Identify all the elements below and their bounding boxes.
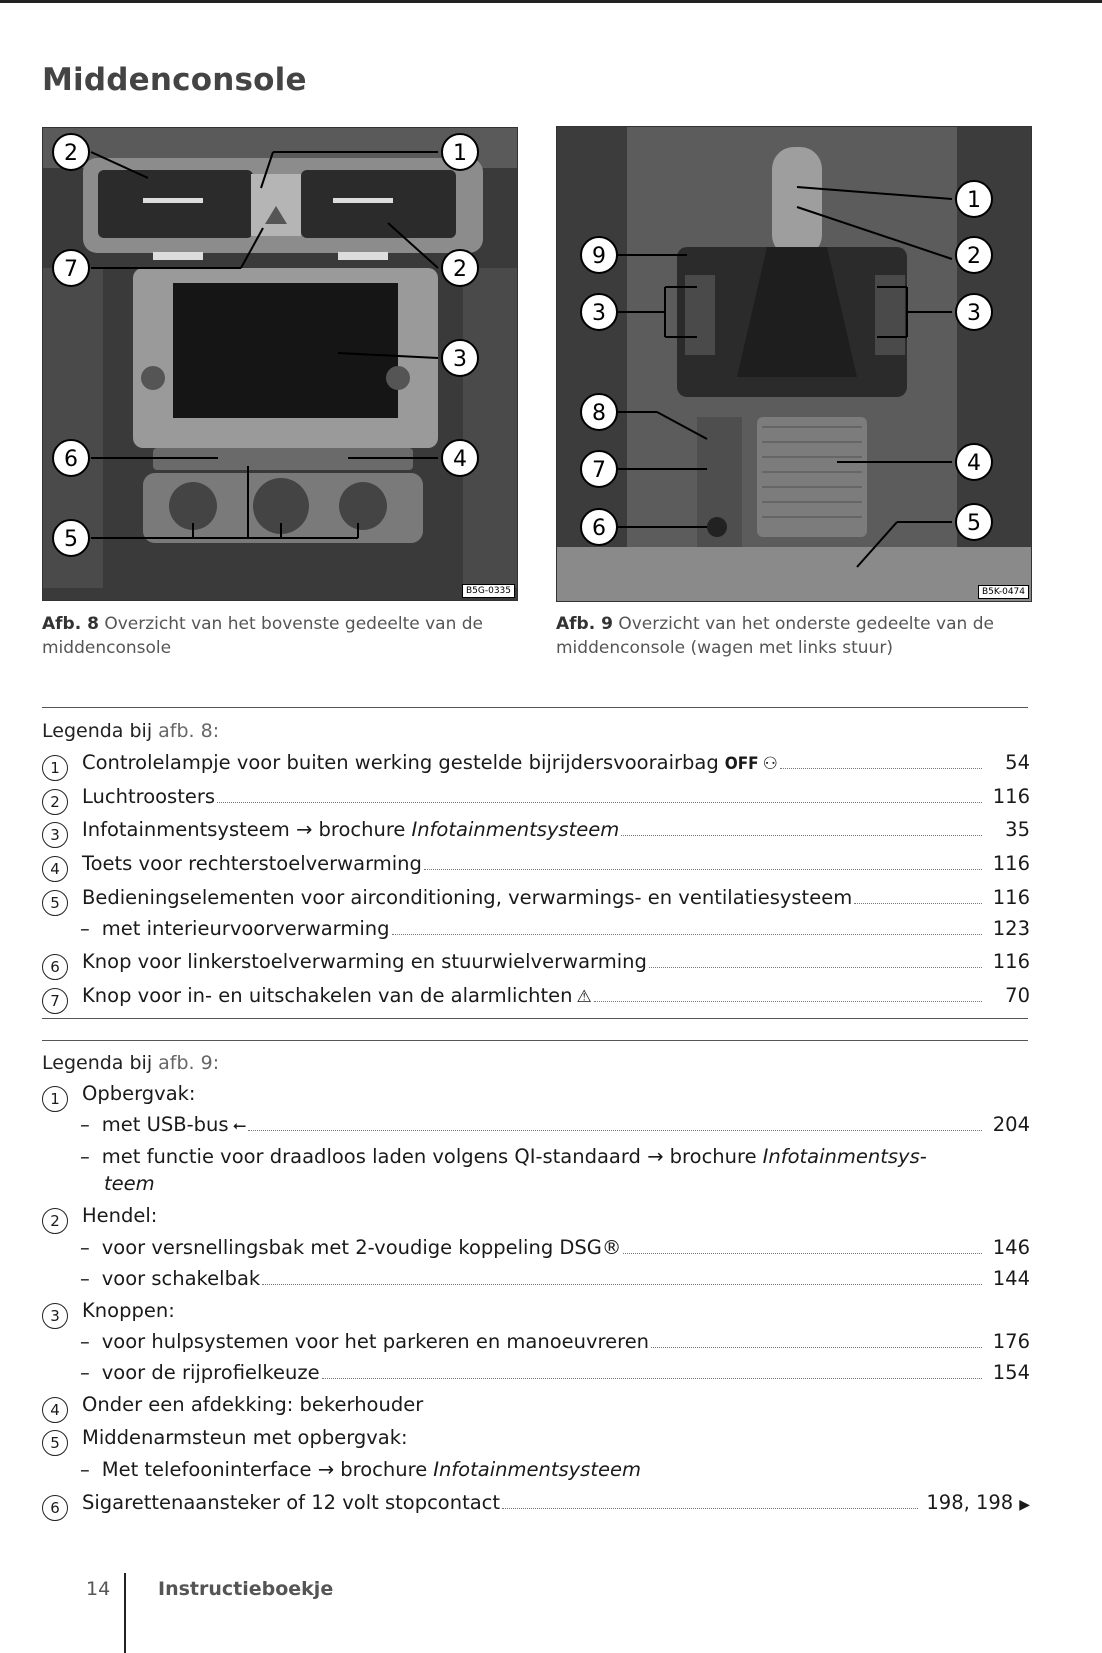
hazard-warning-icon: ⚠ — [576, 987, 592, 1007]
legend-8-title: Legenda bij afb. 8: — [42, 720, 220, 742]
legend-9-item-1-sub-1: – met USB-bus ⭠ 204 — [80, 1113, 1030, 1136]
fig8-callout: 7 — [64, 257, 78, 282]
legend-8-item-5-sub: – met interieurvoorverwarming 123 — [80, 917, 1030, 940]
legend-8-item-2: 2 Luchtroosters 116 — [42, 785, 1030, 816]
legend-9-item-6: 6 Sigarettenaansteker of 12 volt stopcon… — [42, 1491, 1030, 1522]
figure-9-illustration: 1 2 9 3 3 8 4 7 5 6 — [557, 127, 1031, 601]
fig9-callout: 9 — [592, 244, 606, 269]
fig9-callout: 1 — [967, 188, 981, 213]
fig9-callout: 3 — [967, 301, 981, 326]
legend-9-item-3-sub-1: – voor hulpsystemen voor het parkeren en… — [80, 1330, 1030, 1353]
legend-8-item-7: 7 Knop voor in- en uitschakelen van de a… — [42, 984, 1030, 1015]
caption-label: Afb. 9 — [556, 614, 613, 634]
manual-name: Instructieboekje — [158, 1578, 334, 1600]
fig8-callout: 2 — [64, 141, 78, 166]
caption-text: Overzicht van het onderste gedeelte van … — [556, 614, 994, 658]
figure-8-illustration: 2 1 7 2 3 6 4 5 — [43, 128, 517, 600]
fig8-callout: 3 — [453, 347, 467, 372]
legend-8-item-5: 5 Bedieningselementen voor airconditioni… — [42, 886, 1030, 917]
legend-9-item-5: 5 Middenarmsteun met opbergvak: — [42, 1426, 1030, 1457]
legend-9-item-4: 4 Onder een afdekking: bekerhouder — [42, 1393, 1030, 1424]
legend-9-item-2: 2 Hendel: — [42, 1204, 1030, 1235]
legend-8-item-1: 1 Controlelampje voor buiten werking ges… — [42, 751, 1030, 782]
airbag-off-indicator-icon: OFF — [724, 754, 759, 774]
divider — [42, 1040, 1028, 1041]
usb-icon: ⭠ — [232, 1116, 247, 1136]
legend-9-item-5-sub-1: – Met telefooninterface → brochure Infot… — [80, 1458, 641, 1481]
top-rule — [0, 0, 1102, 3]
legend-8-item-3: 3 Infotainmentsysteem → brochure Infotai… — [42, 818, 1030, 849]
fig8-callout: 6 — [64, 447, 78, 472]
fig9-callout: 2 — [967, 244, 981, 269]
legend-9-item-1: 1 Opbergvak: — [42, 1082, 1030, 1113]
passenger-airbag-icon: ⚇ — [762, 754, 778, 774]
legend-9-item-2-sub-2: – voor schakelbak 144 — [80, 1267, 1030, 1290]
divider — [42, 1018, 1028, 1019]
legend-9-item-2-sub-1: – voor versnellingsbak met 2-voudige kop… — [80, 1236, 1030, 1259]
figure-9-caption: Afb. 9 Overzicht van het onderste gedeel… — [556, 612, 1026, 660]
fig9-callout: 7 — [592, 458, 606, 483]
fig9-callout: 5 — [967, 511, 981, 536]
page-number: 14 — [86, 1578, 111, 1600]
fig8-callout: 4 — [453, 447, 467, 472]
figure-code: B5G-0335 — [461, 584, 515, 598]
page-title: Middenconsole — [42, 62, 307, 98]
divider — [42, 707, 1028, 708]
fig9-callout: 8 — [592, 401, 606, 426]
fig9-callout: 4 — [967, 451, 981, 476]
figure-code: B5K-0474 — [977, 585, 1029, 599]
legend-9-item-3-sub-2: – voor de rijprofielkeuze 154 — [80, 1361, 1030, 1384]
fig9-callout: 6 — [592, 516, 606, 541]
continue-arrow-icon: ▶ — [1019, 1497, 1030, 1513]
fig8-callout: 1 — [453, 141, 467, 166]
fig9-callout: 3 — [592, 301, 606, 326]
caption-text: Overzicht van het bovenste gedeelte van … — [42, 614, 484, 658]
figure-8-caption: Afb. 8 Overzicht van het bovenste gedeel… — [42, 612, 512, 660]
legend-9-item-1-sub-2-wrap: teem — [104, 1172, 155, 1195]
fig8-callout: 5 — [64, 527, 78, 552]
legend-9-item-3: 3 Knoppen: — [42, 1299, 1030, 1330]
figure-8-upper-console: 2 1 7 2 3 6 4 5 B5G-0335 — [42, 127, 518, 601]
legend-8-item-6: 6 Knop voor linkerstoelverwarming en stu… — [42, 950, 1030, 981]
fig8-callout: 2 — [453, 257, 467, 282]
legend-8-item-4: 4 Toets voor rechterstoelverwarming 116 — [42, 852, 1030, 883]
figure-9-lower-console: 1 2 9 3 3 8 4 7 5 6 B5K-0474 — [556, 126, 1032, 602]
legend-9-title: Legenda bij afb. 9: — [42, 1052, 220, 1074]
legend-9-item-1-sub-2: – met functie voor draadloos laden volge… — [80, 1145, 927, 1168]
footer-divider — [124, 1573, 126, 1653]
caption-label: Afb. 8 — [42, 614, 99, 634]
